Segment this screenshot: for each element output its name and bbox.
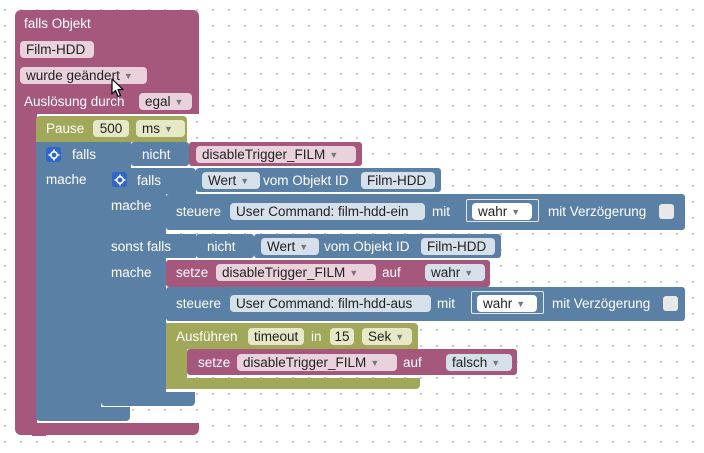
control-off-label: steuere <box>176 296 222 311</box>
outer-if-spine <box>36 142 101 412</box>
timeout-name-field[interactable]: timeout <box>248 328 304 345</box>
timeout-value-field[interactable]: 15 <box>330 328 354 345</box>
set-false-variable-dropdown[interactable]: disableTrigger_FILM▼ <box>237 354 397 371</box>
set-true-auf-label: auf <box>382 265 401 280</box>
dropdown-arrow-icon: ▼ <box>464 268 474 278</box>
trigger-label: Auslösung durch <box>24 94 125 109</box>
dropdown-arrow-icon: ▼ <box>349 268 359 278</box>
set-false-auf-label: auf <box>403 355 422 370</box>
event-block-spine <box>15 110 37 430</box>
cond1-object-field[interactable]: Film-HDD <box>361 172 435 189</box>
dropdown-arrow-icon: ▼ <box>299 242 309 252</box>
inner-if-footer <box>101 392 195 406</box>
control-on-value-slot <box>466 199 539 222</box>
cond1-value-dropdown[interactable]: Wert▼ <box>202 172 260 189</box>
dropdown-arrow-icon: ▼ <box>511 207 521 217</box>
dropdown-arrow-icon: ▼ <box>174 97 184 107</box>
outer-if-falls-label: falls <box>72 147 97 162</box>
event-block-footer <box>15 423 199 435</box>
control-on-value-dropdown[interactable]: wahr▼ <box>472 203 532 220</box>
cond2-object-label: vom Objekt ID <box>324 239 410 254</box>
inner-if-falls-label: falls <box>137 173 162 188</box>
timeout-label: Ausführen <box>176 329 238 344</box>
cond2-object-field[interactable]: Film-HDD <box>421 238 495 255</box>
event-block-tab <box>32 432 46 436</box>
control-off-delay-label: mit Verzögerung <box>552 296 651 311</box>
variable-dropdown[interactable]: disableTrigger_FILM▼ <box>196 146 356 163</box>
set-false-label: setze <box>198 355 231 370</box>
control-off-value-dropdown[interactable]: wahr▼ <box>477 295 537 312</box>
event-condition-dropdown[interactable]: wurde geändert▼ <box>20 67 147 84</box>
dropdown-arrow-icon: ▼ <box>329 150 339 160</box>
dropdown-arrow-icon: ▼ <box>370 358 380 368</box>
control-off-delay-checkbox[interactable] <box>663 296 678 311</box>
timeout-footer <box>166 378 420 389</box>
inner-if-mache2-label: mache <box>111 265 152 280</box>
pause-label: Pause <box>46 121 85 136</box>
dropdown-arrow-icon: ▼ <box>395 332 405 342</box>
control-off-mit-label: mit <box>437 296 455 311</box>
dropdown-arrow-icon: ▼ <box>240 176 250 186</box>
set-true-label: setze <box>176 265 209 280</box>
cond2-not-block[interactable] <box>196 234 254 258</box>
timeout-in-label: in <box>311 329 322 344</box>
control-on-delay-checkbox[interactable] <box>659 204 674 219</box>
pause-value-field[interactable]: 500 <box>93 120 129 137</box>
set-false-value-dropdown[interactable]: falsch▼ <box>446 354 512 371</box>
inner-if-sonst-falls-label: sonst falls <box>111 239 172 254</box>
control-on-label: steuere <box>176 204 222 219</box>
control-on-delay-label: mit Verzögerung <box>548 204 647 219</box>
mouse-cursor-icon <box>111 78 124 98</box>
trigger-dropdown[interactable]: egal▼ <box>139 93 192 110</box>
dropdown-arrow-icon: ▼ <box>516 299 526 309</box>
outer-if-gear-icon[interactable] <box>46 147 61 162</box>
event-object-field[interactable]: Film-HDD <box>20 41 94 58</box>
not-label: nicht <box>142 147 171 162</box>
set-true-variable-dropdown[interactable]: disableTrigger_FILM▼ <box>216 264 376 281</box>
outer-if-mache-label: mache <box>46 172 87 187</box>
dropdown-arrow-icon: ▼ <box>164 124 173 134</box>
outer-if-footer <box>36 407 130 421</box>
event-header: falls Objekt <box>24 16 91 31</box>
control-on-target-field[interactable]: User Command: film-hdd-ein <box>230 203 425 220</box>
set-true-value-dropdown[interactable]: wahr▼ <box>425 264 485 281</box>
dropdown-arrow-icon: ▼ <box>491 358 501 368</box>
pause-unit-dropdown[interactable]: ms▼ <box>136 120 185 137</box>
dropdown-arrow-icon: ▼ <box>123 71 133 81</box>
control-off-value-slot <box>471 291 544 314</box>
timeout-spine <box>166 323 187 389</box>
inner-if-spine <box>101 168 166 398</box>
outer-if-not-block[interactable] <box>131 142 189 166</box>
inner-if-sonst-row <box>101 234 196 258</box>
cond2-value-dropdown[interactable]: Wert▼ <box>261 238 319 255</box>
control-on-mit-label: mit <box>432 204 450 219</box>
control-off-target-field[interactable]: User Command: film-hdd-aus <box>230 295 431 312</box>
cond1-object-label: vom Objekt ID <box>263 173 349 188</box>
cond2-not-label: nicht <box>207 239 236 254</box>
inner-if-gear-icon[interactable] <box>112 172 127 187</box>
timeout-unit-dropdown[interactable]: Sek▼ <box>362 328 412 345</box>
inner-if-mache-label: mache <box>111 198 152 213</box>
